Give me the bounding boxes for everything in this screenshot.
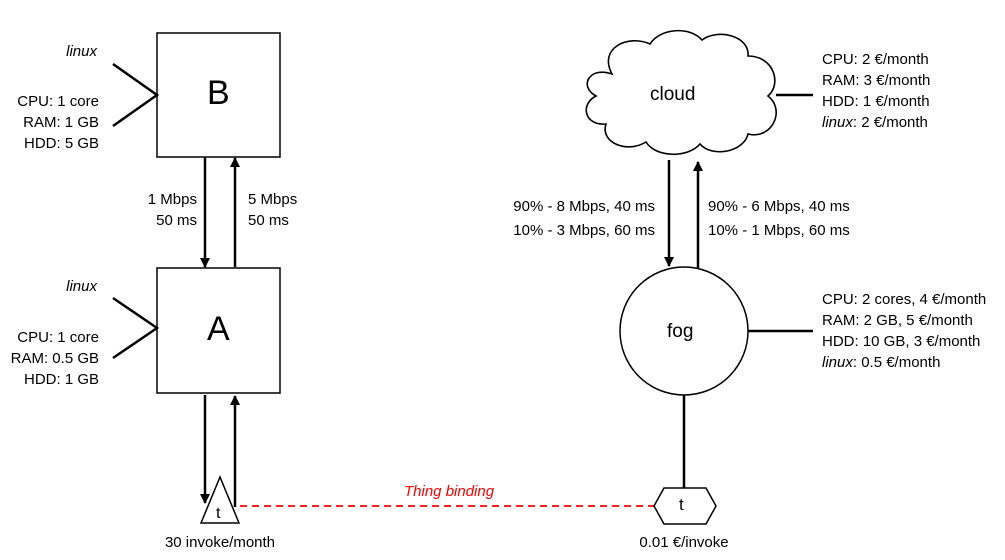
- node-a-spec-hdd: HDD: 1 GB: [23, 371, 99, 388]
- thing-a-label: t: [216, 505, 221, 522]
- node-b-spec-ram: RAM: 1 GB: [23, 114, 99, 131]
- cloud-spec-os: linux: 2 €/month: [822, 112, 928, 133]
- node-a-os-label: linux: [66, 278, 97, 295]
- fog-spec-os-key: linux: [822, 354, 853, 371]
- thing-fog-label: t: [679, 495, 684, 514]
- link-cloud-to-fog-case-1: 90% - 8 Mbps, 40 ms: [513, 198, 655, 215]
- thing-a-triangle: [199, 475, 241, 524]
- thing-fog-hexagon: [653, 487, 717, 525]
- node-b-spec-cpu: CPU: 1 core: [17, 93, 99, 110]
- link-b-to-a-latency: 50 ms: [156, 212, 197, 229]
- cloud-spec-ram: RAM: 3 €/month: [822, 72, 931, 89]
- link-cloud-to-fog-case-2: 10% - 3 Mbps, 60 ms: [513, 222, 655, 239]
- node-a-spec-cpu: CPU: 1 core: [17, 329, 99, 346]
- node-a-label: A: [207, 310, 230, 348]
- link-b-to-a-bandwidth: 1 Mbps: [147, 191, 197, 208]
- node-b-box: [156, 32, 281, 158]
- thing-binding-label: Thing binding: [404, 483, 495, 500]
- fog-spec-ram: RAM: 2 GB, 5 €/month: [822, 312, 973, 329]
- cloud-label: cloud: [650, 84, 696, 105]
- node-a-spec-ram: RAM: 0.5 GB: [10, 350, 99, 367]
- node-b-spec-hdd: HDD: 5 GB: [23, 135, 99, 152]
- fog-spec-hdd: HDD: 10 GB, 3 €/month: [822, 333, 981, 350]
- node-a-box: [156, 267, 281, 394]
- thing-fog-caption: 0.01 €/invoke: [639, 534, 729, 551]
- link-a-to-b-bandwidth: 5 Mbps: [248, 191, 298, 208]
- cloud-spec-cpu: CPU: 2 €/month: [822, 51, 929, 68]
- cloud-spec-hdd: HDD: 1 €/month: [822, 93, 930, 110]
- fog-spec-os: linux: 0.5 €/month: [822, 352, 940, 373]
- link-a-to-b-latency: 50 ms: [248, 212, 289, 229]
- node-a-os-connector: [112, 296, 160, 360]
- node-b-os-connector: [112, 62, 160, 128]
- node-b-label: B: [207, 74, 230, 112]
- link-fog-to-cloud-case-1: 90% - 6 Mbps, 40 ms: [708, 198, 850, 215]
- cloud-spec-os-val: : 2 €/month: [852, 114, 928, 131]
- cloud-spec-os-key: linux: [822, 114, 853, 131]
- fog-spec-os-val: : 0.5 €/month: [852, 354, 941, 371]
- thing-a-caption: 30 invoke/month: [164, 534, 276, 551]
- node-b-os-label: linux: [66, 43, 97, 60]
- cloud-shape: [585, 29, 777, 155]
- link-fog-to-cloud-case-2: 10% - 1 Mbps, 60 ms: [708, 222, 850, 239]
- fog-spec-cpu: CPU: 2 cores, 4 €/month: [822, 291, 987, 308]
- fog-label: fog: [667, 321, 694, 342]
